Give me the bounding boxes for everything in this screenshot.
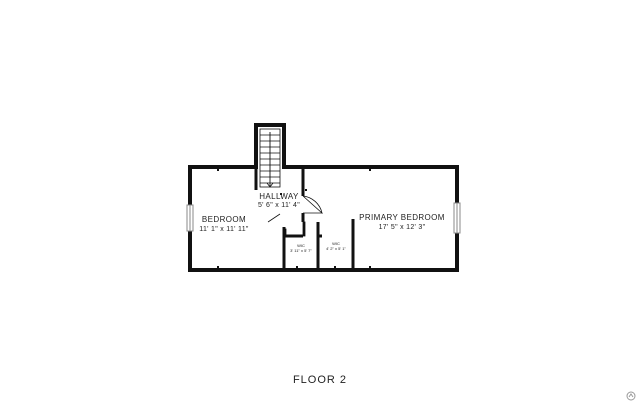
brand-logo-icon (626, 391, 636, 401)
hallway-name: HALLWAY (259, 192, 299, 201)
wic-2-name: WIC (332, 241, 340, 246)
wic-2-dims: 4' 2" x 5' 1" (326, 246, 346, 251)
floor-label: FLOOR 2 (292, 374, 348, 386)
walls (188, 123, 459, 272)
primary-bedroom-name: PRIMARY BEDROOM (359, 213, 445, 222)
hallway-dims: 5' 6" x 11' 4" (258, 202, 300, 209)
bedroom-dims: 11' 1" x 11' 11" (199, 226, 249, 233)
wic-1-dims: 3' 11" x 5' 7" (290, 248, 312, 253)
wic-1-name: WIC (297, 243, 305, 248)
stairs-icon (259, 128, 281, 188)
bedroom-name: BEDROOM (202, 215, 246, 224)
windows (186, 202, 461, 234)
door-swings (267, 195, 323, 238)
wall-ticks (217, 169, 371, 268)
primary-bedroom-dims: 17' 5" x 12' 3" (379, 224, 426, 231)
